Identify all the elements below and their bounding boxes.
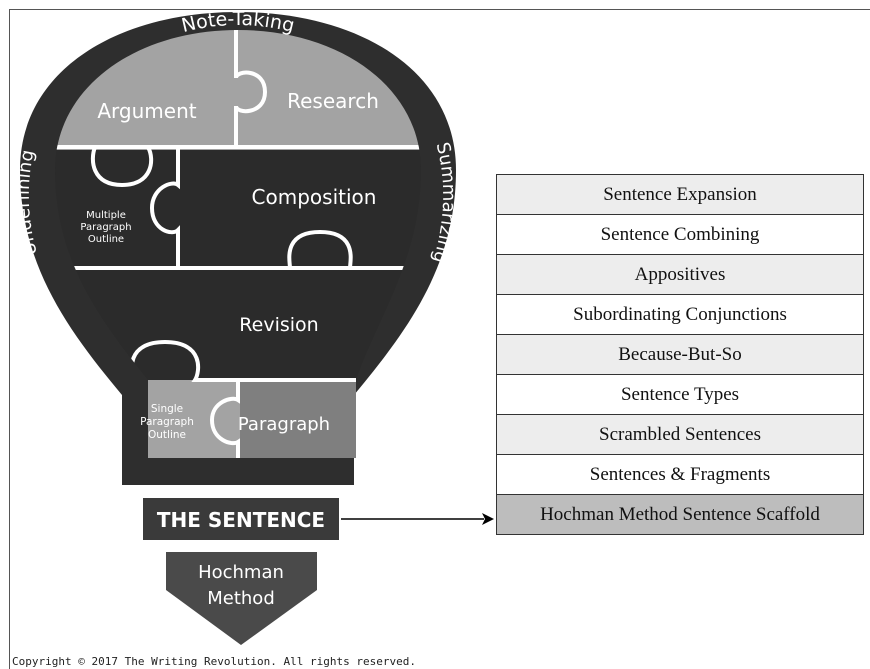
strategy-cell: Subordinating Conjunctions: [496, 294, 864, 335]
table-row: Sentences & Fragments: [496, 454, 864, 495]
single-outline-label-2: Paragraph: [140, 416, 194, 428]
sentence-label: THE SENTENCE: [157, 508, 325, 532]
strategy-cell-highlighted: Hochman Method Sentence Scaffold: [496, 494, 864, 535]
strategy-cell: Scrambled Sentences: [496, 414, 864, 455]
strategy-cell: Sentence Combining: [496, 214, 864, 255]
argument-research-region: [55, 30, 421, 150]
hochman-method-base: [166, 552, 317, 645]
table-row: Hochman Method Sentence Scaffold: [496, 494, 864, 535]
multiple-outline-label-1: Multiple: [86, 210, 126, 221]
strategy-cell: Sentence Expansion: [496, 174, 864, 215]
strategy-cell: Because-But-So: [496, 334, 864, 375]
table-row: Because-But-So: [496, 334, 864, 375]
method-label-1: Hochman: [198, 562, 284, 583]
outline-composition-region: [55, 150, 421, 270]
strategy-cell: Appositives: [496, 254, 864, 295]
table-row: Subordinating Conjunctions: [496, 294, 864, 335]
single-outline-label-1: Single: [151, 403, 183, 415]
multiple-outline-label-3: Outline: [88, 234, 124, 245]
copyright-notice: Copyright © 2017 The Writing Revolution.…: [12, 655, 416, 668]
strategy-cell: Sentences & Fragments: [496, 454, 864, 495]
revision-label: Revision: [239, 314, 318, 336]
composition-label: Composition: [252, 185, 377, 209]
paragraph-label: Paragraph: [238, 414, 330, 435]
table-row: Scrambled Sentences: [496, 414, 864, 455]
frame-top-border: [9, 9, 870, 10]
table-row: Sentence Expansion: [496, 174, 864, 215]
connector-arrowhead-icon: [482, 513, 494, 525]
paragraph-region: [240, 380, 370, 458]
strategy-cell: Sentence Types: [496, 374, 864, 415]
sentence-box: [143, 498, 339, 540]
argument-label: Argument: [97, 99, 196, 123]
table-row: Sentence Types: [496, 374, 864, 415]
table-row: Appositives: [496, 254, 864, 295]
single-outline-label-3: Outline: [148, 429, 186, 441]
sentence-strategies-table: Sentence Expansion Sentence Combining Ap…: [496, 174, 864, 535]
research-label: Research: [287, 89, 379, 113]
frame-left-border: [9, 9, 10, 669]
table-row: Sentence Combining: [496, 214, 864, 255]
multiple-outline-label-2: Paragraph: [80, 222, 131, 233]
method-label-2: Method: [207, 588, 275, 609]
